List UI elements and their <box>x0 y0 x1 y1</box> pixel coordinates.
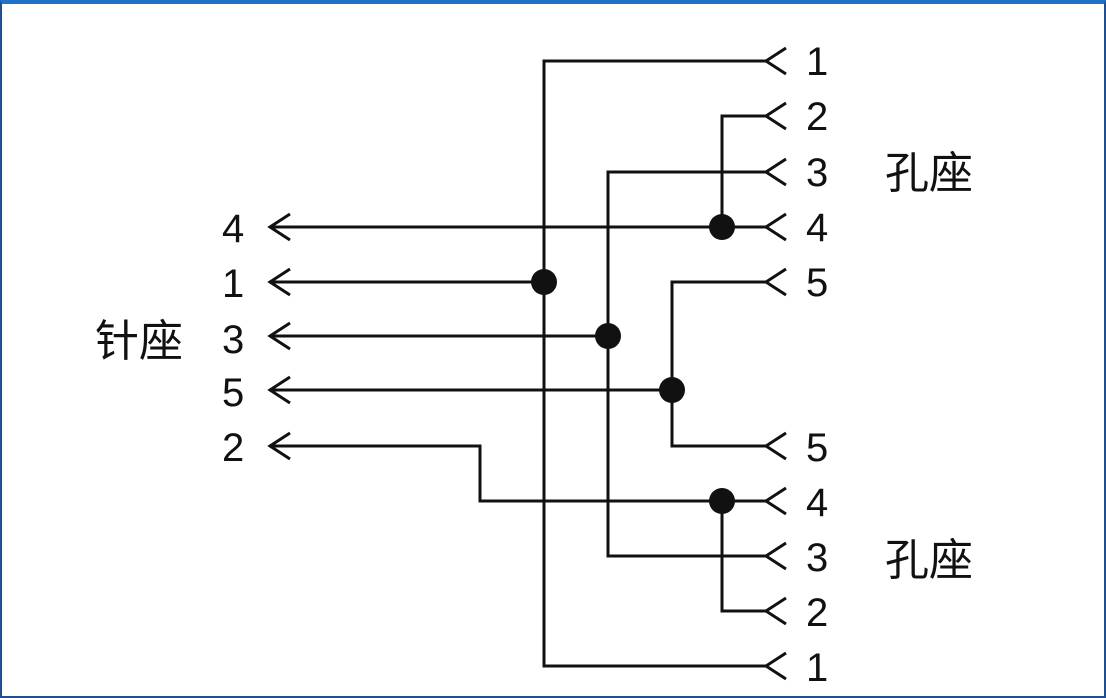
socket-chevron-icon <box>763 541 787 571</box>
arrow-left-icon <box>267 375 291 405</box>
socket-chevron-icon <box>763 157 787 187</box>
junctions <box>531 214 735 514</box>
socket-chevron-icon <box>763 486 787 516</box>
left-connector-label: 针座 <box>95 316 183 367</box>
right-top-pin-label: 5 <box>806 261 828 305</box>
right-top-pin-label: 3 <box>806 151 828 195</box>
wire-pin2 <box>272 444 766 503</box>
right-top-pin-label: 4 <box>806 206 828 250</box>
junction-dot <box>595 323 621 349</box>
wires <box>272 59 766 668</box>
socket-chevron-icon <box>763 212 787 242</box>
wire-top2-drop <box>720 114 766 227</box>
right-top-connector-label: 孔座 <box>885 148 973 199</box>
wire-pin1-trunk <box>542 59 766 668</box>
wire-pin5-trunk <box>670 280 766 448</box>
socket-chevron-icon <box>763 46 787 76</box>
wire-bottom2-drop <box>720 501 766 613</box>
right-bottom-pin-label: 5 <box>806 426 828 470</box>
right-bottom-pin-label: 2 <box>806 591 828 635</box>
arrow-left-icon <box>267 321 291 351</box>
arrow-left-icon <box>267 431 291 461</box>
left-pin-label: 2 <box>222 426 244 470</box>
right-bottom-pin-label: 1 <box>806 646 828 690</box>
socket-chevron-icon <box>763 267 787 297</box>
right-bottom-connector-label: 孔座 <box>885 535 973 586</box>
left-arrowheads <box>267 212 291 461</box>
right-top-pin-label: 2 <box>806 95 828 139</box>
junction-dot <box>709 488 735 514</box>
junction-dot <box>709 214 735 240</box>
arrow-left-icon <box>267 267 291 297</box>
socket-chevron-icon <box>763 596 787 626</box>
right-bottom-pin-label: 4 <box>806 481 828 525</box>
arrow-left-icon <box>267 212 291 242</box>
socket-chevron-icon <box>763 101 787 131</box>
junction-dot <box>531 269 557 295</box>
right-socket-chevrons <box>763 46 787 681</box>
left-pin-label: 3 <box>222 318 244 362</box>
right-bottom-pin-label: 3 <box>806 536 828 580</box>
wire-pin3-trunk <box>606 170 766 558</box>
left-pin-label: 5 <box>222 371 244 415</box>
socket-chevron-icon <box>763 651 787 681</box>
left-pin-label: 4 <box>222 207 244 251</box>
right-top-pin-label: 1 <box>806 40 828 84</box>
left-pin-label: 1 <box>222 262 244 306</box>
socket-chevron-icon <box>763 431 787 461</box>
junction-dot <box>659 377 685 403</box>
